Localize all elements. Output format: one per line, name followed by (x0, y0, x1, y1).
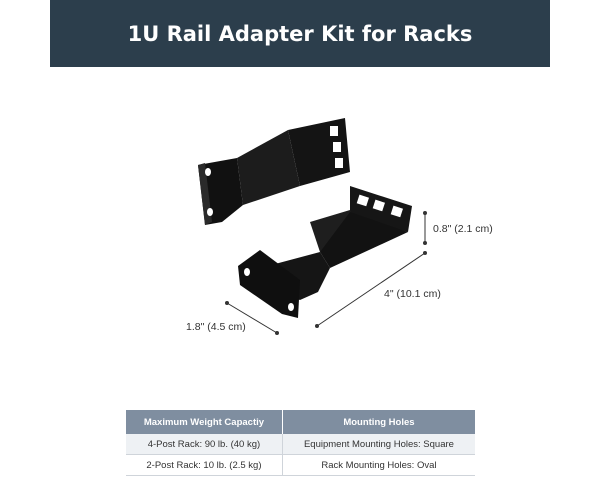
rear-bracket (198, 118, 350, 225)
length-dimension-line (315, 251, 427, 328)
mounting-holes-header: Mounting Holes (282, 410, 475, 434)
table-row: 4-Post Rack: 90 lb. (40 kg) Equipment Mo… (126, 434, 475, 455)
weight-capacity-header: Maximum Weight Capactiy (126, 410, 283, 434)
length-dimension-label: 4" (10.1 cm) (384, 288, 441, 300)
width-dimension-line (225, 301, 279, 335)
front-bracket (238, 186, 412, 318)
specifications-table: Maximum Weight Capactiy Mounting Holes 4… (126, 410, 475, 476)
page-title: 1U Rail Adapter Kit for Racks (127, 21, 473, 46)
table-cell: Equipment Mounting Holes: Square (282, 434, 475, 455)
product-illustration (198, 118, 427, 335)
width-dimension-label: 1.8" (4.5 cm) (186, 321, 246, 333)
table-cell: 2-Post Rack: 10 lb. (2.5 kg) (126, 454, 283, 476)
height-dimension-label: 0.8" (2.1 cm) (433, 223, 493, 235)
height-dimension-line (423, 211, 427, 245)
title-banner: 1U Rail Adapter Kit for Racks (50, 0, 550, 67)
table-row: 2-Post Rack: 10 lb. (2.5 kg) Rack Mounti… (126, 454, 475, 476)
table-cell: Rack Mounting Holes: Oval (282, 454, 475, 476)
table-cell: 4-Post Rack: 90 lb. (40 kg) (126, 434, 283, 455)
table-header-row: Maximum Weight Capactiy Mounting Holes (126, 410, 475, 434)
